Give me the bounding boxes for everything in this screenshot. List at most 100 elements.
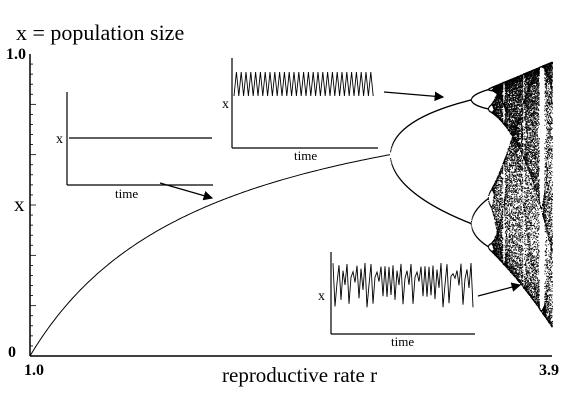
chaos-point: [505, 175, 507, 177]
chaos-point: [501, 199, 503, 201]
chaos-point: [498, 192, 500, 194]
chaos-point: [499, 235, 501, 237]
chaos-point: [499, 208, 501, 210]
chaos-point: [493, 102, 495, 103]
chaos-point: [494, 216, 496, 217]
chaos-point: [495, 110, 497, 111]
chaos-point: [497, 185, 499, 186]
chaos-point: [502, 100, 504, 101]
chaos-point: [496, 239, 498, 241]
chaos-point: [496, 252, 498, 254]
chaos-point: [500, 234, 502, 236]
branch-point: [488, 200, 490, 202]
branch-point: [392, 165, 394, 167]
chaos-point: [504, 180, 506, 182]
chaos-point: [502, 206, 504, 208]
branch-point: [470, 222, 472, 224]
chaos-point: [506, 247, 508, 249]
chaos-point: [495, 207, 497, 209]
chaos-point: [497, 103, 499, 105]
chaos-point: [496, 239, 497, 241]
chaos-point: [496, 197, 498, 199]
chaos-point: [494, 207, 496, 209]
chaos-point: [505, 181, 507, 182]
chaos-point: [494, 184, 496, 186]
chaos-point: [498, 218, 500, 220]
chaos-point: [495, 198, 497, 200]
chaos-point: [494, 102, 496, 104]
chaos-point: [495, 192, 497, 194]
chaos-point: [502, 197, 503, 199]
chaos-point: [498, 228, 500, 229]
branch-point: [470, 223, 472, 225]
branch-point: [470, 223, 472, 225]
branch-point: [391, 144, 393, 146]
chaos-point: [499, 173, 501, 175]
branch-point: [491, 103, 493, 105]
chaos-point: [505, 236, 507, 238]
chaos-point: [505, 240, 507, 242]
chaos-point: [498, 252, 500, 254]
chaos-point: [502, 256, 503, 258]
chaos-point: [502, 199, 504, 201]
chaos-point: [505, 246, 507, 247]
chaos-point: [498, 86, 500, 88]
chaos-point: [495, 253, 497, 255]
chaos-point: [496, 240, 498, 241]
chaos-point: [501, 182, 503, 184]
chaos-point: [499, 228, 501, 230]
chaos-point: [492, 208, 494, 209]
chaos-point: [494, 105, 495, 106]
chaos-point: [499, 101, 501, 103]
chaos-point: [505, 90, 507, 91]
chaos-point: [501, 220, 503, 222]
chaos-point: [492, 190, 494, 192]
chaos-point: [506, 92, 508, 94]
chaos-point: [502, 247, 504, 248]
chaos-point: [493, 189, 495, 191]
chaos-point: [491, 243, 493, 245]
chaos-point: [497, 180, 499, 182]
chaos-point: [498, 232, 499, 234]
chaos-point: [498, 107, 500, 108]
chaos-point: [500, 260, 502, 261]
branch-point: [487, 245, 489, 247]
chaos-point: [500, 175, 501, 177]
chaos-point: [499, 230, 501, 232]
chaos-point: [495, 184, 497, 186]
chaos-point: [499, 103, 501, 105]
chaos-point: [492, 204, 493, 206]
chaos-point: [494, 253, 496, 255]
chaos-point: [501, 207, 503, 209]
chaos-point: [498, 232, 500, 234]
chaos-point: [500, 117, 501, 119]
chaos-point: [500, 251, 502, 252]
x-tick-label-left: 1.0: [24, 362, 44, 379]
chaos-point: [501, 200, 503, 202]
branch-point: [473, 233, 475, 235]
chaos-point: [505, 230, 507, 232]
branch-point: [395, 138, 397, 140]
chaos-point: [496, 101, 497, 103]
branch-point: [488, 194, 490, 196]
chaos-point: [499, 246, 501, 248]
chaos-point: [494, 191, 496, 192]
chaos-point: [506, 228, 508, 230]
chaos-point: [494, 243, 496, 244]
chaos-point: [494, 182, 496, 184]
chaos-point: [493, 211, 495, 213]
chaos-point: [498, 234, 500, 235]
chaos-point: [502, 245, 504, 247]
chaos-point: [504, 244, 506, 246]
chaos-point: [502, 120, 504, 122]
chaos-point: [498, 85, 500, 87]
chaos-point: [500, 236, 502, 238]
chaos-point: [505, 242, 507, 243]
chaos-point: [494, 239, 496, 241]
chaos-point: [502, 208, 504, 210]
chaos-point: [491, 209, 493, 211]
chaos-point: [494, 100, 496, 102]
chaos-point: [495, 98, 497, 100]
branch-point: [472, 231, 474, 233]
chaos-point: [496, 105, 498, 107]
